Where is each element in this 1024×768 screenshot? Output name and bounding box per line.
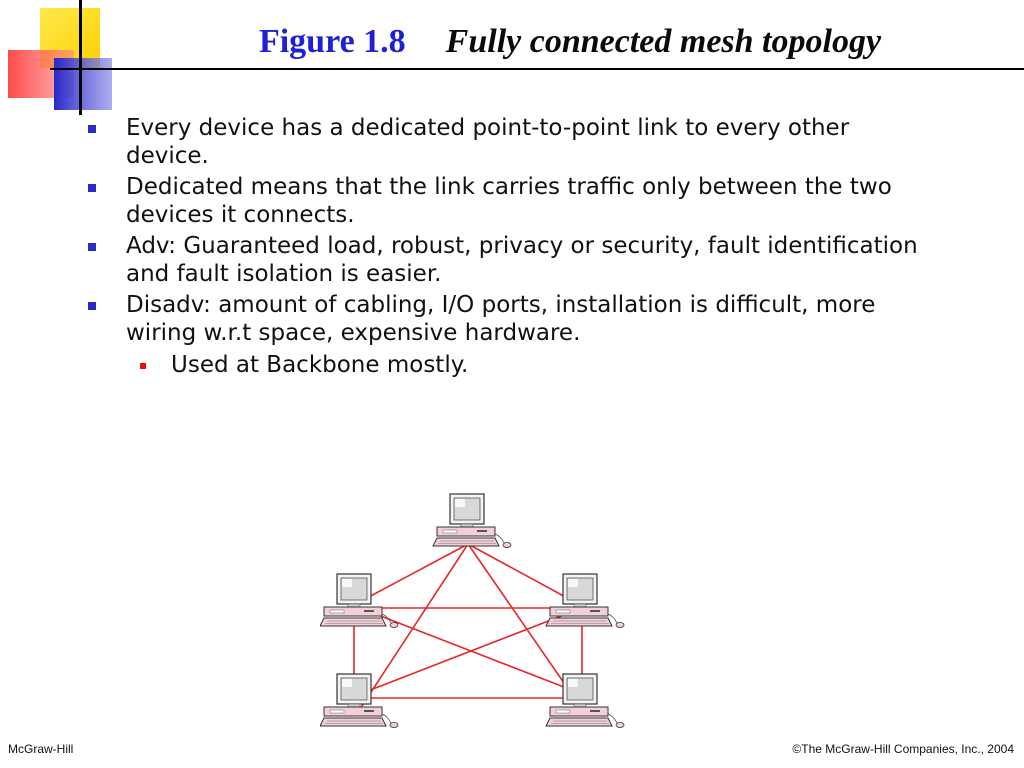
desktop-computer-icon bbox=[545, 673, 625, 729]
bullet-list: Every device has a dedicated point-to-po… bbox=[0, 114, 1024, 379]
slide-title: Figure 1.8 Fully connected mesh topology bbox=[140, 16, 1000, 68]
corner-decoration bbox=[8, 0, 112, 115]
bullet-text: Dedicated means that the link carries tr… bbox=[126, 174, 892, 228]
desktop-computer-icon bbox=[545, 573, 625, 629]
link-top-bottomleft bbox=[359, 543, 469, 710]
footer-publisher: McGraw-Hill bbox=[8, 742, 74, 756]
sub-bullet-item: Used at Backbone mostly. bbox=[0, 351, 931, 379]
mesh-topology-diagram bbox=[320, 493, 625, 729]
bullet-square-icon bbox=[88, 243, 96, 251]
sub-bullet-text: Used at Backbone mostly. bbox=[171, 352, 469, 378]
link-right-bottomleft bbox=[359, 607, 583, 695]
title-divider bbox=[50, 68, 1024, 70]
bullet-item: Disadv: amount of cabling, I/O ports, in… bbox=[0, 291, 926, 347]
bullet-text: Adv: Guaranteed load, robust, privacy or… bbox=[126, 233, 918, 287]
bullet-item: Dedicated means that the link carries tr… bbox=[0, 173, 926, 229]
bullet-item: Adv: Guaranteed load, robust, privacy or… bbox=[0, 232, 926, 288]
bullet-item: Every device has a dedicated point-to-po… bbox=[0, 114, 926, 170]
sub-bullet-square-icon bbox=[140, 363, 146, 369]
bullet-square-icon bbox=[88, 302, 96, 310]
desktop-computer-icon bbox=[432, 493, 512, 549]
deco-vertical-line bbox=[79, 0, 82, 115]
bullet-square-icon bbox=[88, 125, 96, 133]
bullet-square-icon bbox=[88, 184, 96, 192]
footer-copyright: ©The McGraw-Hill Companies, Inc., 2004 bbox=[792, 742, 1014, 756]
title-text: Fully connected mesh topology bbox=[445, 23, 882, 60]
bullet-text: Every device has a dedicated point-to-po… bbox=[126, 115, 850, 169]
blue-square bbox=[54, 58, 112, 110]
desktop-computer-icon bbox=[320, 673, 399, 729]
figure-label: Figure 1.8 bbox=[258, 23, 406, 60]
bullet-text: Disadv: amount of cabling, I/O ports, in… bbox=[126, 292, 876, 346]
desktop-computer-icon bbox=[320, 573, 399, 629]
